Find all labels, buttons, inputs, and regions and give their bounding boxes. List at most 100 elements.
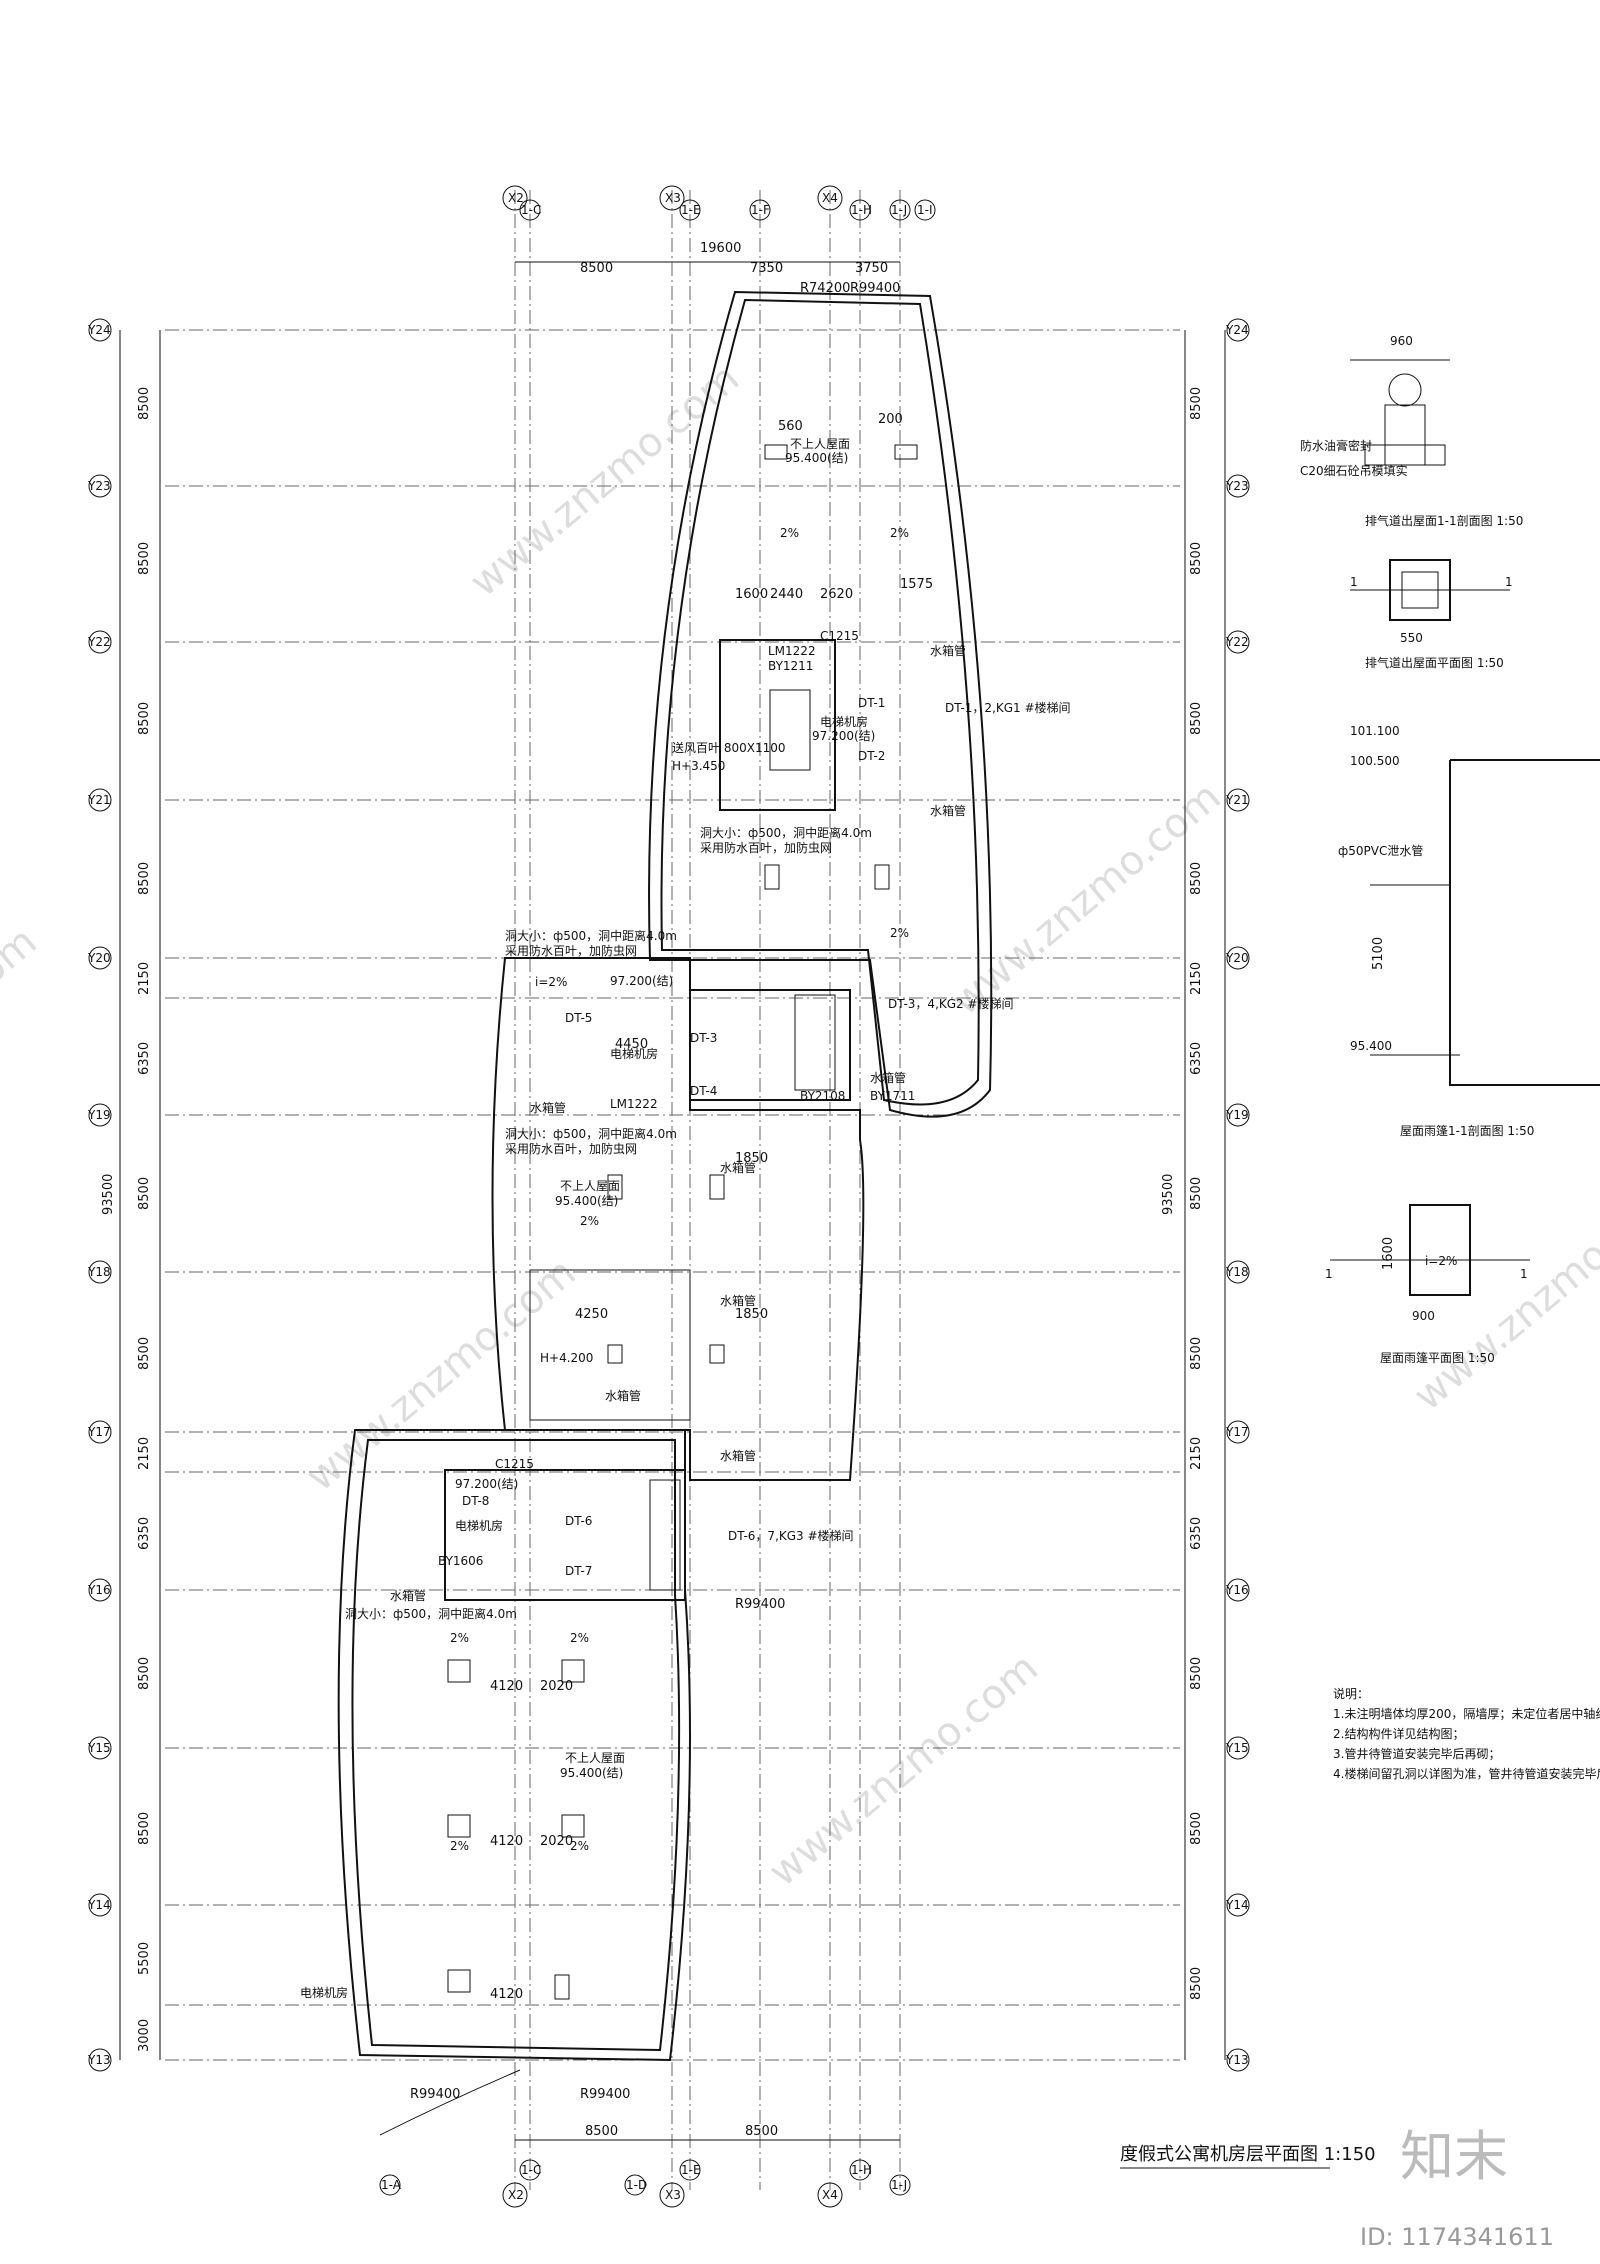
axis-top-1i: 1-I bbox=[917, 203, 933, 217]
misc-h4200: H+4.200 bbox=[540, 1351, 593, 1365]
row-y19: Y19 bbox=[87, 1108, 111, 1122]
elev-room-2: 电梯机房 bbox=[610, 1046, 658, 1061]
row-r-y21: Y21 bbox=[1225, 793, 1249, 807]
elev-room-1: 电梯机房 bbox=[820, 714, 868, 729]
dim-left-11: 8500 bbox=[137, 1812, 152, 1845]
door-lm1222: LM1222 bbox=[768, 644, 816, 658]
tank-8: 水箱管 bbox=[720, 1448, 756, 1463]
vent-icon bbox=[607, 1174, 623, 1200]
dim-right-5: 6350 bbox=[1189, 1042, 1204, 1075]
vent-icon bbox=[607, 1344, 623, 1364]
dim-left-total: 93500 bbox=[101, 1174, 116, 1215]
axis-bubbles-top: X2 1-C X3 1-E 1-F X4 1-H 1-J 1-I bbox=[502, 185, 936, 221]
tank-1: 水箱管 bbox=[930, 643, 966, 658]
row-r-y17: Y17 bbox=[1225, 1425, 1249, 1439]
notes-block: 说明： 1.未注明墙体均厚200，隔墙厚；未定位者居中轴线或齐柱边； 2.结构构… bbox=[1333, 1686, 1600, 1781]
watermark-1: www.znzmo.com bbox=[0, 918, 46, 1169]
dim-right-6: 8500 bbox=[1189, 1177, 1204, 1210]
detail3-dim-5100: 5100 bbox=[1371, 937, 1386, 970]
roof-dims: 4120 2020 4120 2020 4120 4250 1850 1850 … bbox=[490, 412, 933, 2002]
row-r-y14: Y14 bbox=[1225, 1898, 1249, 1912]
detail3-note: ф50PVC泄水管 bbox=[1338, 843, 1423, 858]
row-r-y15: Y15 bbox=[1225, 1741, 1249, 1755]
lift-dt3: DT-3 bbox=[690, 1031, 717, 1045]
detail2-section-right: 1 bbox=[1505, 575, 1513, 589]
lift-dt5: DT-5 bbox=[565, 1011, 592, 1025]
radius-bot-1: R99400 bbox=[410, 2087, 460, 2102]
dim-top-7350: 7350 bbox=[750, 261, 783, 276]
dim-right-2: 8500 bbox=[1189, 702, 1204, 735]
radius-marks: R99400 R99400 R99400 bbox=[379, 1597, 785, 2136]
slope-7: 2% bbox=[450, 1839, 469, 1853]
detail2-title: 排气道出屋面平面图 1:50 bbox=[1365, 655, 1504, 670]
roof-dim-4450: 4450 bbox=[615, 1037, 648, 1052]
detail-2: 1 1 550 排气道出屋面平面图 1:50 bbox=[1350, 559, 1513, 670]
dims-top: 8500 19600 7350 3750 R74200 R99400 bbox=[580, 241, 900, 296]
slope-5: 2% bbox=[450, 1631, 469, 1645]
dimension-frames bbox=[119, 261, 1226, 2141]
roof-dim-2440: 2440 bbox=[770, 587, 803, 602]
machine-level-2: 97.200(结) bbox=[610, 974, 673, 988]
lift-dt1: DT-1 bbox=[858, 696, 885, 710]
dim-right-3: 8500 bbox=[1189, 862, 1204, 895]
axis-bot-1a: 1-A bbox=[381, 2178, 402, 2192]
axis-top-1j: 1-J bbox=[891, 203, 907, 217]
row-y23: Y23 bbox=[87, 479, 111, 493]
roof-dim-1850: 1850 bbox=[735, 1151, 768, 1166]
roof-dim-2020: 2020 bbox=[540, 1679, 573, 1694]
dim-left-3: 8500 bbox=[137, 862, 152, 895]
dim-left-7: 8500 bbox=[137, 1337, 152, 1370]
door-by1711: BY1711 bbox=[870, 1089, 915, 1103]
dim-top-8500: 8500 bbox=[580, 261, 613, 276]
dim-left-1: 8500 bbox=[137, 542, 152, 575]
plan-labels: 不上人屋面 95.400(结) 不上人屋面 95.400(结) 不上人屋面 95… bbox=[300, 437, 966, 2000]
dim-left-2: 8500 bbox=[137, 702, 152, 735]
lift-dt2: DT-2 bbox=[858, 749, 885, 763]
detail1-note-1: 防水油膏密封 bbox=[1300, 438, 1372, 453]
slope-8: 2% bbox=[570, 1839, 589, 1853]
lift-labels: DT-1 DT-2 DT-3 DT-4 DT-5 DT-6 DT-7 DT-8 … bbox=[462, 696, 1071, 1578]
dim-top-r99400: R99400 bbox=[850, 281, 900, 296]
hole-note-1: 洞大小：ф500，洞中距离4.0m bbox=[700, 825, 872, 840]
misc-h3450: H+3.450 bbox=[672, 759, 725, 773]
detail2-section-left: 1 bbox=[1350, 575, 1358, 589]
note-4: 4.楼梯间留孔洞以详图为准，管井待管道安装完毕后再砌； bbox=[1333, 1766, 1600, 1781]
roof-label-3: 不上人屋面 bbox=[565, 1751, 625, 1765]
row-y22: Y22 bbox=[87, 635, 111, 649]
dim-left-6: 8500 bbox=[137, 1177, 152, 1210]
roof-level-3: 95.400(结) bbox=[560, 1766, 623, 1780]
axis-top-x2: X2 bbox=[508, 191, 524, 205]
dim-left-8: 2150 bbox=[137, 1437, 152, 1470]
dims-left: 8500 8500 8500 8500 2150 6350 8500 8500 … bbox=[101, 387, 152, 2052]
dim-right-10: 8500 bbox=[1189, 1657, 1204, 1690]
notes-title: 说明： bbox=[1333, 1686, 1369, 1701]
core-2 bbox=[689, 989, 851, 1101]
row-y20: Y20 bbox=[87, 951, 111, 965]
dim-left-9: 6350 bbox=[137, 1517, 152, 1550]
axis-top-1h: 1-H bbox=[851, 203, 872, 217]
note-3: 3.管井待管道安装完毕后再砌； bbox=[1333, 1746, 1500, 1761]
dim-left-4: 2150 bbox=[137, 962, 152, 995]
hole-note-2b: 采用防水百叶，加防虫网 bbox=[505, 943, 637, 958]
watermark-4: www.znzmo.com bbox=[943, 774, 1230, 1025]
vent-icon bbox=[447, 1659, 471, 1683]
detail4-section-right: 1 bbox=[1520, 1267, 1528, 1281]
elev-room-4: 电梯机房 bbox=[300, 1985, 348, 2000]
vent-icon bbox=[894, 444, 918, 460]
core-blocks bbox=[444, 639, 851, 1601]
tank-5: 水箱管 bbox=[720, 1160, 756, 1175]
stair-3 bbox=[649, 1479, 681, 1591]
detail2-dim-550: 550 bbox=[1400, 631, 1423, 645]
roof-dim-4120: 4120 bbox=[490, 1679, 523, 1694]
roof-dim-560: 560 bbox=[778, 419, 803, 434]
dim-right-12: 8500 bbox=[1189, 1967, 1204, 2000]
dim-bot-0: 8500 bbox=[585, 2124, 618, 2139]
dim-left-10: 8500 bbox=[137, 1657, 152, 1690]
axis-bot-x2: X2 bbox=[508, 2188, 524, 2202]
lower-block-outline bbox=[337, 1429, 691, 2062]
row-r-y13: Y13 bbox=[1225, 2053, 1249, 2067]
row-r-y22: Y22 bbox=[1225, 635, 1249, 649]
stair-1 bbox=[769, 689, 811, 771]
tank-3: 水箱管 bbox=[870, 1070, 906, 1085]
